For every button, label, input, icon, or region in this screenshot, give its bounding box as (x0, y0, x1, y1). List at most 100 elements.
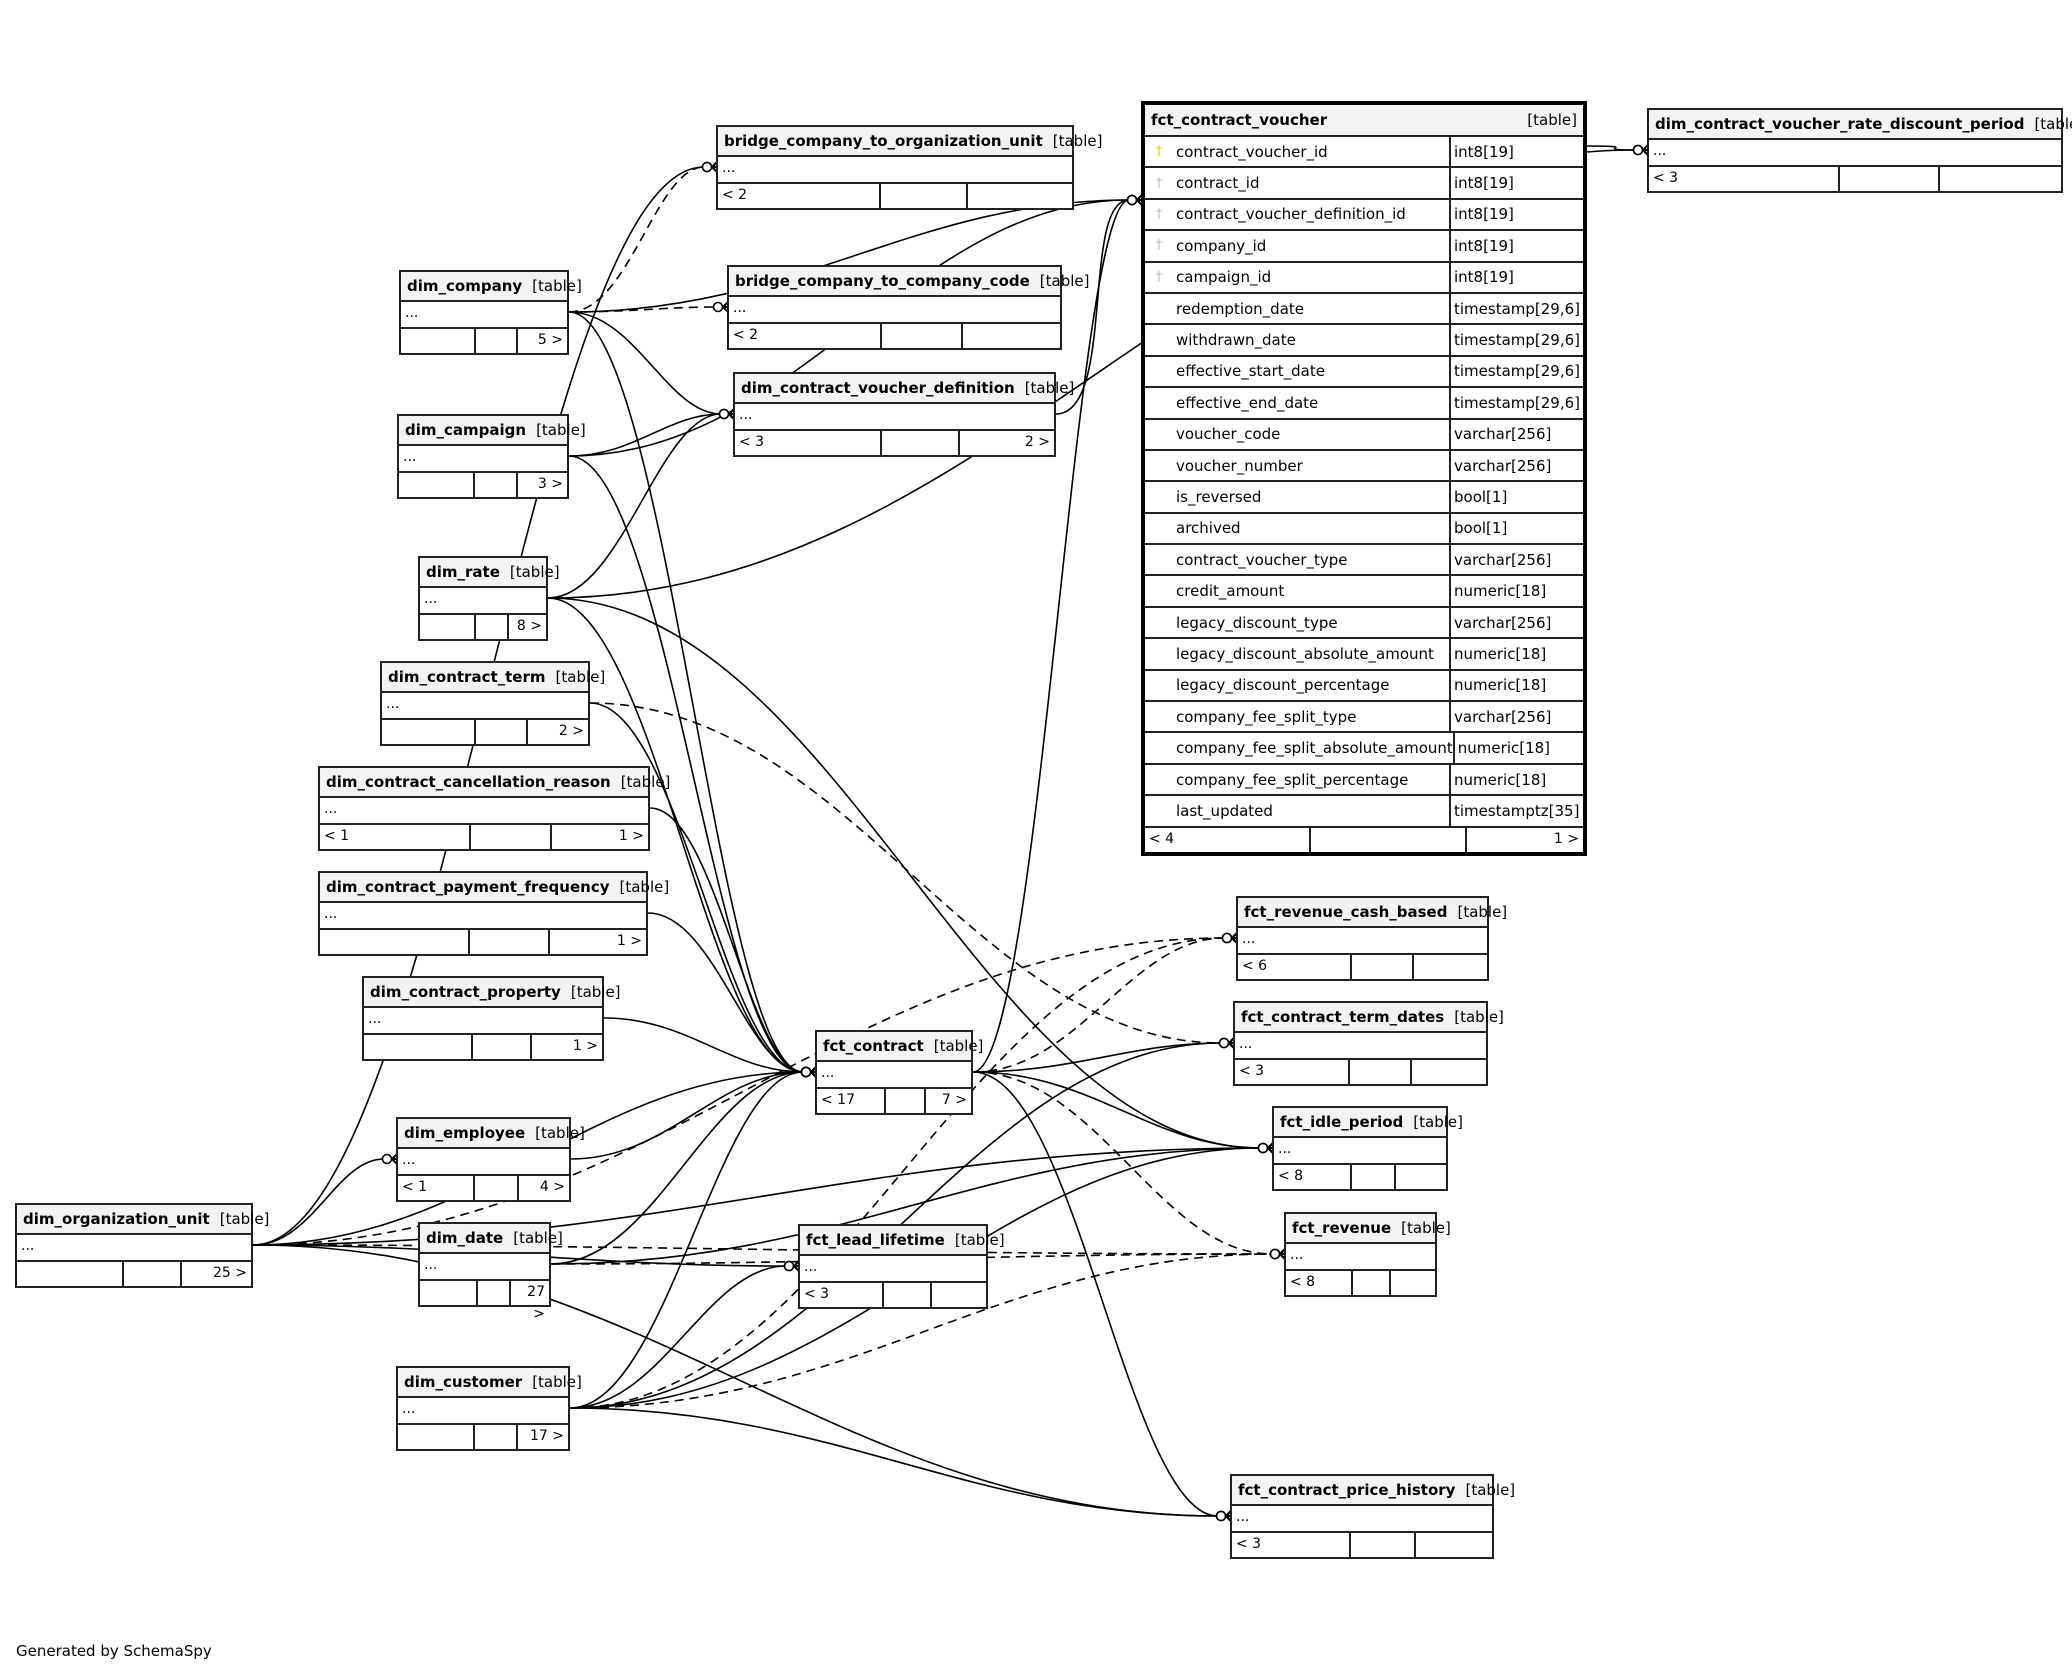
table-fct-contract-price-history[interactable]: fct_contract_price_history[table]...< 3 (1230, 1474, 1515, 1559)
children-count[interactable]: 3 > (537, 476, 563, 492)
table-dim-contract-voucher-rate-discount-period[interactable]: dim_contract_voucher_rate_discount_perio… (1647, 108, 2072, 193)
parents-count[interactable] (401, 329, 476, 353)
children-count[interactable] (1940, 167, 2061, 191)
columns-collapsed[interactable]: ... (1238, 928, 1487, 955)
columns-collapsed[interactable]: ... (17, 1235, 251, 1262)
table-fct-revenue[interactable]: fct_revenue[table]...< 8 (1284, 1212, 1451, 1297)
children-count[interactable]: 1 > (618, 828, 644, 844)
children-count[interactable]: 8 > (516, 618, 543, 634)
children-count[interactable] (1396, 1165, 1446, 1189)
columns-collapsed[interactable]: ... (382, 693, 588, 720)
parents-count[interactable]: < 2 (718, 184, 882, 208)
columns-collapsed[interactable]: ... (718, 157, 1072, 184)
parents-count[interactable]: < 2 (729, 324, 882, 348)
table-dim-organization-unit[interactable]: dim_organization_unit[table]...25 > (15, 1203, 269, 1288)
children-count[interactable]: 2 > (558, 723, 584, 739)
children-count[interactable] (1391, 1271, 1435, 1295)
columns-collapsed[interactable]: ... (1235, 1033, 1486, 1060)
columns-collapsed[interactable]: ... (398, 1398, 568, 1425)
columns-collapsed[interactable]: ... (398, 1149, 569, 1176)
table-dim-campaign[interactable]: dim_campaign[table]...3 > (397, 414, 586, 499)
parents-count[interactable]: < 8 (1274, 1165, 1352, 1189)
table-fct-contract-voucher[interactable]: fct_contract_voucher [table] †contract_v… (1141, 101, 1587, 856)
children-count[interactable]: 1 > (572, 1038, 598, 1054)
columns-collapsed[interactable]: ... (420, 588, 546, 615)
parents-count[interactable]: < 3 (1232, 1533, 1352, 1557)
table-dim-contract-payment-frequency[interactable]: dim_contract_payment_frequency[table]...… (318, 871, 669, 956)
table-dim-company[interactable]: dim_company[table]...5 > (399, 270, 582, 355)
children-count[interactable]: 17 > (530, 1428, 564, 1444)
children-count[interactable]: 4 > (539, 1179, 565, 1195)
parents-count[interactable] (382, 720, 476, 744)
parents-count[interactable] (420, 615, 477, 639)
children-count[interactable]: 5 > (537, 332, 563, 348)
parents-count[interactable] (17, 1262, 124, 1286)
table-fct-idle-period[interactable]: fct_idle_period[table]...< 8 (1272, 1106, 1463, 1191)
parents-count[interactable]: < 1 (320, 825, 472, 849)
children-count[interactable]: 1 > (616, 933, 642, 949)
table-dim-contract-voucher-definition[interactable]: dim_contract_voucher_definition[table]..… (733, 372, 1074, 457)
parents-count[interactable] (399, 473, 475, 497)
parents-count[interactable]: < 1 (398, 1176, 476, 1200)
children-count[interactable]: 25 > (213, 1265, 247, 1281)
columns-collapsed[interactable]: ... (320, 903, 646, 930)
parents-count[interactable]: < 6 (1238, 955, 1352, 979)
parents-count[interactable]: < 17 (817, 1089, 887, 1113)
columns-collapsed[interactable]: ... (399, 446, 567, 473)
columns-collapsed[interactable]: ... (800, 1256, 986, 1283)
children-count[interactable] (1412, 1060, 1486, 1084)
columns-collapsed[interactable]: ... (420, 1254, 549, 1281)
table-fct-contract-term-dates[interactable]: fct_contract_term_dates[table]...< 3 (1233, 1001, 1504, 1086)
parents-count[interactable]: < 4 (1145, 827, 1311, 852)
children-count[interactable] (968, 184, 1072, 208)
table-dim-customer[interactable]: dim_customer[table]...17 > (396, 1366, 582, 1451)
parents-count[interactable]: < 3 (1649, 167, 1840, 191)
parents-count[interactable]: < 3 (735, 431, 882, 455)
columns-collapsed[interactable]: ... (1274, 1138, 1446, 1165)
parents-count[interactable]: < 8 (1286, 1271, 1353, 1295)
parents-count[interactable]: < 3 (1235, 1060, 1350, 1084)
table-fct-revenue-cash-based[interactable]: fct_revenue_cash_based[table]...< 6 (1236, 896, 1507, 981)
children-count[interactable]: 2 > (1024, 434, 1050, 450)
table-bridge-company-to-organization-unit[interactable]: bridge_company_to_organization_unit[tabl… (716, 125, 1102, 210)
columns-collapsed[interactable]: ... (817, 1062, 971, 1089)
table-dim-rate[interactable]: dim_rate[table]...8 > (418, 556, 560, 641)
table-dim-contract-term[interactable]: dim_contract_term[table]...2 > (380, 661, 605, 746)
columns-collapsed[interactable]: ... (1232, 1506, 1492, 1533)
table-dim-contract-property[interactable]: dim_contract_property[table]...1 > (362, 976, 621, 1061)
parents-count[interactable] (420, 1281, 478, 1305)
children-count[interactable]: 7 > (941, 1092, 967, 1108)
children-count[interactable] (932, 1283, 986, 1307)
table-fct-lead-lifetime[interactable]: fct_lead_lifetime[table]...< 3 (798, 1224, 1005, 1309)
children-count[interactable] (1416, 1533, 1492, 1557)
children-count[interactable]: 1 > (1553, 830, 1579, 847)
parents-count[interactable] (398, 1425, 475, 1449)
columns-collapsed[interactable]: ... (1649, 140, 2061, 167)
parents-count[interactable] (320, 930, 471, 954)
columns-collapsed[interactable]: ... (735, 404, 1054, 431)
columns-collapsed[interactable]: ... (1286, 1244, 1435, 1271)
children-count[interactable] (963, 324, 1060, 348)
columns-collapsed[interactable]: ... (320, 798, 648, 825)
